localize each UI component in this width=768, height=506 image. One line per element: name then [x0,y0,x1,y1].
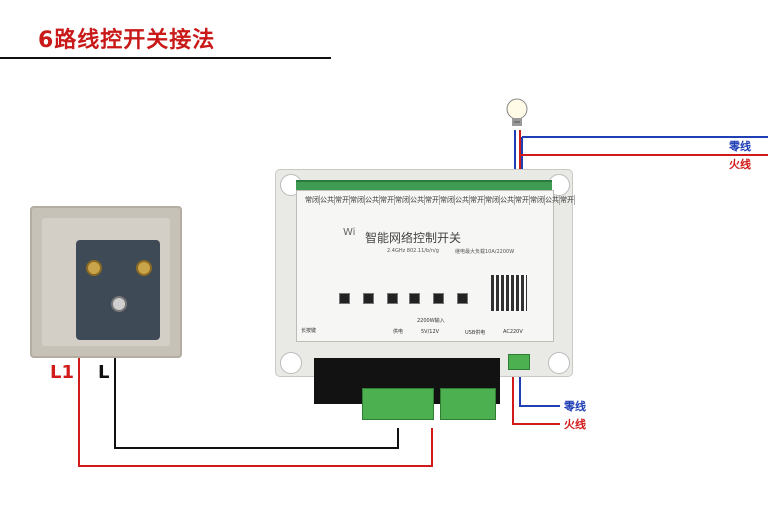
zero-wire-top-label: 零线 [729,140,751,153]
input-pcb [314,354,530,420]
relay-button-6[interactable] [457,293,468,304]
power-mark: 供电 [393,329,404,335]
terminal-label: 常开 [335,195,350,205]
terminal-label: 常闭 [395,195,410,205]
l-label: L [98,362,110,383]
wall-switch [30,206,182,358]
terminal-label: 常开 [470,195,485,205]
terminal-label: 公共 [500,195,515,205]
terminal-label: 常开 [560,195,575,205]
brand-name: 智能网络控制开关 [365,231,462,245]
switch-body [76,240,160,340]
screw-terminal [136,260,152,276]
board-label-panel: 常闭 公共 常开 常闭 公共 常开 常闭 公共 常开 常闭 公共 常开 常闭 公… [296,190,575,342]
mount-hole [280,352,302,374]
terminal-label: 公共 [320,195,335,205]
terminal-label: 常开 [425,195,440,205]
power-5v-label: 5V/12V [421,329,440,335]
power-usb-label: USB供电 [465,330,486,336]
terminal-label: 常闭 [350,195,365,205]
fire-wire-bottom-label: 火线 [564,418,586,431]
l-screw-terminal [111,296,127,312]
zero-wire-bottom [519,368,560,407]
zero-wire-bottom-label: 零线 [564,400,586,413]
terminal-label: 公共 [455,195,470,205]
relay-button-5[interactable] [433,293,444,304]
title-underline [0,57,331,59]
reset-label: 长按键 [301,328,317,334]
power-ac-label: AC220V [503,329,523,335]
terminal-label: 常闭 [530,195,545,205]
wifi-icon: Wi [343,227,356,238]
relay-board: 常闭 公共 常开 常闭 公共 常开 常闭 公共 常开 常闭 公共 常开 常闭 公… [276,170,575,376]
relay-button-1[interactable] [339,293,350,304]
terminal-label: 公共 [410,195,425,205]
qr-code-icon [491,275,527,311]
light-bulb-icon [505,98,529,130]
terminal-label: 常闭 [485,195,500,205]
relay-button-4[interactable] [409,293,420,304]
mount-hole [548,352,570,374]
l1-label: L1 [50,362,74,383]
terminal-label: 常闭 [440,195,455,205]
indicator-label: 2200W输入 [417,318,445,324]
relay-button-3[interactable] [387,293,398,304]
terminal-label: 常闭 [305,195,320,205]
l1-screw-terminal [86,260,102,276]
terminal-label: 公共 [365,195,380,205]
load-spec: 继电最大负载10A/2200W [455,249,515,255]
wifi-spec: 2.4GHz 802.11/b/n/g [387,248,439,254]
terminal-labels: 常闭 公共 常开 常闭 公共 常开 常闭 公共 常开 常闭 公共 常开 常闭 公… [305,195,575,205]
output-terminal-strip [296,180,552,192]
l-wire [114,296,399,449]
terminal-label: 公共 [545,195,560,205]
l1-wire [78,262,433,467]
ac-terminal-block [508,354,530,370]
input-terminal-block [440,388,496,420]
input-terminal-block [362,388,434,420]
fire-wire-top-label: 火线 [729,158,751,171]
terminal-label: 常开 [515,195,530,205]
page-title: 6路线控开关接法 [38,28,216,53]
relay-button-2[interactable] [363,293,374,304]
terminal-label: 常开 [380,195,395,205]
fire-wire-bottom [512,368,560,425]
